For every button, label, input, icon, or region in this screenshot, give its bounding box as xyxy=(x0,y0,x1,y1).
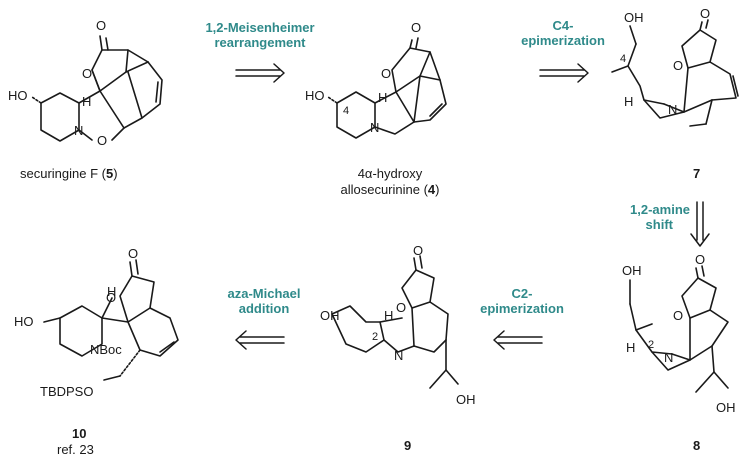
atom-h-9: H xyxy=(384,308,393,323)
step-label-meisenheimer-1: 1,2-Meisenheimer xyxy=(205,20,314,35)
atom-o-ring-9: O xyxy=(396,300,406,315)
label-compound-10: 10 xyxy=(72,426,86,441)
retro-arrow-5 xyxy=(235,330,285,350)
structure-4a-hydroxy-allosecurinine xyxy=(327,37,447,139)
locant-2-on-8: 2 xyxy=(648,339,654,351)
atom-oh-7: OH xyxy=(624,10,644,25)
locant-4-on-4: 4 xyxy=(343,105,349,117)
atom-n-5: N xyxy=(74,123,83,138)
step-label-aza-michael-2: addition xyxy=(239,301,290,316)
atom-ho-4: HO xyxy=(305,88,325,103)
step-label-aza-michael-1: aza-Michael xyxy=(228,286,301,301)
atom-o-carbonyl-4: O xyxy=(411,20,421,35)
retro-arrow-2 xyxy=(539,63,589,83)
step-label-c2-epimerization-1: C2- xyxy=(512,286,533,301)
step-label-amine-shift-1: 1,2-amine xyxy=(630,202,690,217)
atom-ho-10: HO xyxy=(14,314,34,329)
atom-o-ring-7: O xyxy=(673,58,683,73)
retro-arrow-3 xyxy=(690,201,710,247)
atom-o-carbonyl-5: O xyxy=(96,18,106,33)
atom-n-4: N xyxy=(370,120,379,135)
atom-tbdpso-10: TBDPSO xyxy=(40,384,93,399)
atom-oh-left-9: OH xyxy=(320,308,340,323)
atom-ho-5: HO xyxy=(8,88,28,103)
atom-h-8: H xyxy=(626,340,635,355)
atom-o-carbonyl-7: O xyxy=(700,6,710,21)
atom-o-ring-10: O xyxy=(106,290,116,305)
caption-securingine-f: securingine F (5) xyxy=(20,166,118,181)
structure-compound-8 xyxy=(629,265,729,393)
atom-oh-top-8: OH xyxy=(622,263,642,278)
locant-2-on-9: 2 xyxy=(372,331,378,343)
step-label-c4-epimerization-1: C4- xyxy=(553,18,574,33)
atom-oh-bottom-8: OH xyxy=(716,400,736,415)
atom-h-5: H xyxy=(82,94,91,109)
atom-o-ring-5: O xyxy=(82,66,92,81)
atom-o-noxide-5: O xyxy=(97,133,107,148)
label-compound-7: 7 xyxy=(693,166,700,181)
structure-compound-9 xyxy=(331,255,459,389)
structure-securingine-f xyxy=(31,35,163,142)
label-compound-9: 9 xyxy=(404,438,411,453)
structure-compound-7 xyxy=(611,19,739,127)
atom-o-carbonyl-9: O xyxy=(413,243,423,258)
step-label-meisenheimer-2: rearrangement xyxy=(214,35,306,50)
atom-h-7: H xyxy=(624,94,633,109)
atom-o-carbonyl-8: O xyxy=(695,252,705,267)
atom-nboc-10: NBoc xyxy=(90,342,122,357)
atom-o-ring-8: O xyxy=(673,308,683,323)
caption-4-line2: allosecurinine (4) xyxy=(340,182,439,197)
caption-4-line1: 4α-hydroxy xyxy=(358,166,423,181)
atom-n-7: N xyxy=(668,102,677,117)
retro-arrow-1 xyxy=(235,63,285,83)
atom-oh-bottom-9: OH xyxy=(456,392,476,407)
atom-h-4: H xyxy=(378,90,387,105)
atom-h-10: H xyxy=(107,284,116,299)
atom-n-8: N xyxy=(664,350,673,365)
retro-arrow-4 xyxy=(493,330,543,350)
step-label-c4-epimerization-2: epimerization xyxy=(521,33,605,48)
step-label-amine-shift-2: shift xyxy=(646,217,674,232)
structure-compound-10 xyxy=(43,259,179,381)
label-compound-8: 8 xyxy=(693,438,700,453)
atom-o-ring-4: O xyxy=(381,66,391,81)
locant-4-on-7: 4 xyxy=(620,53,626,65)
caption-ref-10: ref. 23 xyxy=(57,442,94,457)
step-label-c2-epimerization-2: epimerization xyxy=(480,301,564,316)
atom-n-9: N xyxy=(394,348,403,363)
atom-o-carbonyl-10: O xyxy=(128,246,138,261)
